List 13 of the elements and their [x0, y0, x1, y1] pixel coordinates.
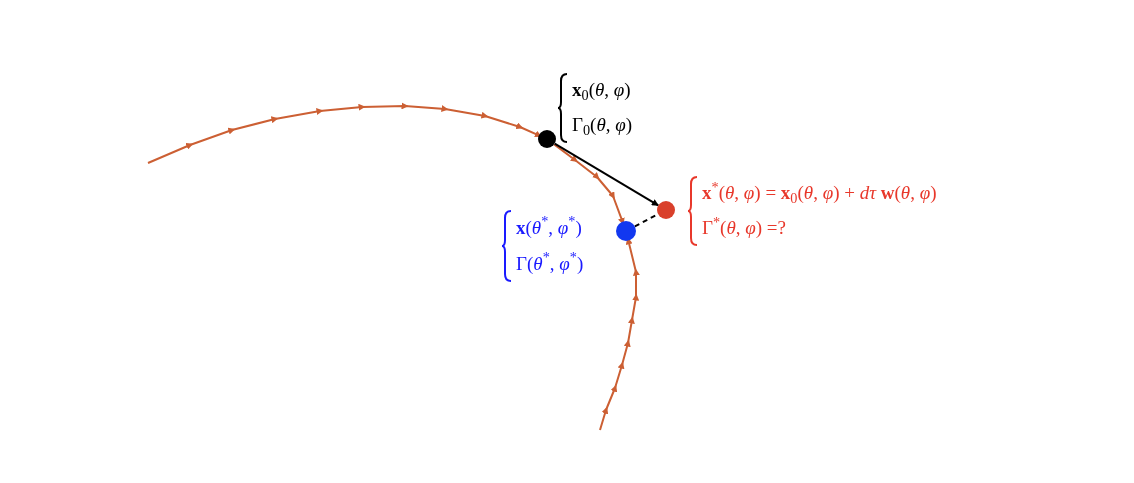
arrow [553, 142, 660, 207]
point-marker [538, 130, 556, 148]
math-expression: x(θ$^{*}$, φ$^{*}$) [516, 217, 583, 239]
point-marker [616, 221, 636, 241]
math-expression: x$_{0}$(θ, φ) [572, 80, 632, 101]
math-expression: Γ$^{*}$(θ, φ) =? [702, 218, 788, 239]
math-expression: Γ$_{0}$(θ, φ) [572, 115, 633, 136]
point-marker [657, 201, 675, 219]
math-expression: x$^{*}$(θ, φ) = x$_{0}$(θ, φ) + dτ w(θ, φ) [702, 183, 937, 204]
math-expression: Γ(θ$^{*}$, φ$^{*}$) [516, 253, 584, 275]
trajectory-curve [599, 239, 640, 431]
trajectory-curve [147, 102, 540, 164]
trajectory-curve [553, 143, 625, 223]
